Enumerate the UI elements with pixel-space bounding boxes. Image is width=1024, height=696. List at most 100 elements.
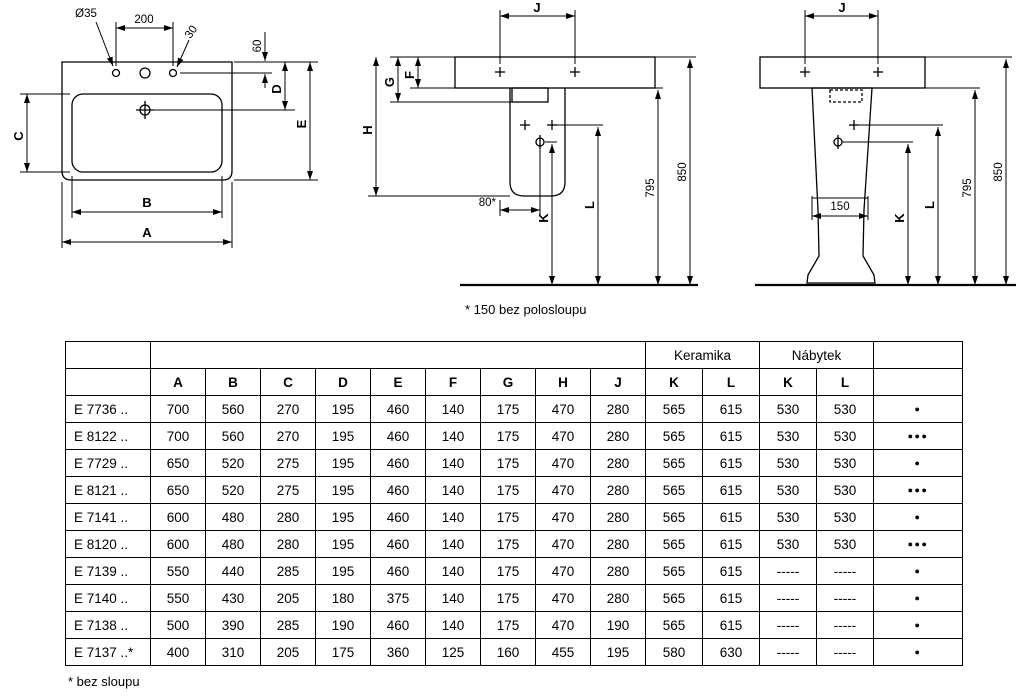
value-cell: 615 xyxy=(702,503,760,531)
value-cell: 175 xyxy=(480,449,536,477)
value-cell: 455 xyxy=(535,638,591,666)
col-header-F: F xyxy=(425,368,481,396)
value-cell: 470 xyxy=(535,611,591,639)
col-header-J: J xyxy=(590,368,646,396)
washbasin-front-view-diagram: Ø35 200 30 60 D E C B A xyxy=(11,8,318,248)
dim-label-60: 60 xyxy=(252,40,264,53)
value-cell: 615 xyxy=(702,422,760,450)
value-cell: 565 xyxy=(645,584,703,612)
value-cell: 560 xyxy=(205,422,261,450)
value-cell: 280 xyxy=(590,449,646,477)
full-dimension-lines xyxy=(755,10,1016,287)
keramika-group-header: Keramika xyxy=(645,341,760,369)
half-pedestal xyxy=(509,88,566,197)
value-cell: 195 xyxy=(315,503,371,531)
value-cell: 700 xyxy=(150,395,206,423)
tap-hole-center xyxy=(139,67,151,79)
table-group-header-row: Keramika Nábytek xyxy=(65,341,963,369)
dim-label-200: 200 xyxy=(134,14,153,26)
availability-dots: ● xyxy=(873,611,963,639)
value-cell: 565 xyxy=(645,557,703,585)
value-cell: 615 xyxy=(702,530,760,558)
value-cell: 160 xyxy=(480,638,536,666)
value-cell: 460 xyxy=(370,476,426,504)
value-cell: 550 xyxy=(150,584,206,612)
value-cell: 140 xyxy=(425,557,481,585)
dim-label-80: 80* xyxy=(479,197,497,209)
col-header-B: B xyxy=(205,368,261,396)
value-cell: 280 xyxy=(590,476,646,504)
model-cell: E 7729 .. xyxy=(65,449,151,477)
front-dimension-labels: Ø35 200 30 60 D E C B A xyxy=(11,8,309,240)
value-cell: 530 xyxy=(816,530,874,558)
table-column-header-row: A B C D E F G H J K L K L xyxy=(65,368,963,396)
dim-label-A: A xyxy=(142,225,152,240)
label-mask xyxy=(824,200,856,213)
value-cell: 280 xyxy=(590,422,646,450)
trap-cover xyxy=(511,87,549,103)
basin-side-profile xyxy=(454,56,656,89)
value-cell: ----- xyxy=(759,611,817,639)
value-cell: 140 xyxy=(425,449,481,477)
value-cell: ----- xyxy=(759,584,817,612)
value-cell: 460 xyxy=(370,422,426,450)
availability-dots: ●●● xyxy=(873,476,963,504)
model-cell: E 8122 .. xyxy=(65,422,151,450)
dim-label-795: 795 xyxy=(962,178,974,197)
value-cell: 615 xyxy=(702,557,760,585)
value-cell: 280 xyxy=(260,530,316,558)
value-cell: 470 xyxy=(535,503,591,531)
value-cell: 205 xyxy=(260,638,316,666)
col-header-C: C xyxy=(260,368,316,396)
value-cell: 275 xyxy=(260,449,316,477)
value-cell: 530 xyxy=(759,530,817,558)
value-cell: 175 xyxy=(480,503,536,531)
model-cell: E 7137 ..* xyxy=(65,638,151,666)
value-cell: 140 xyxy=(425,530,481,558)
value-cell: 270 xyxy=(260,395,316,423)
col-header-K-keramika: K xyxy=(645,368,703,396)
table-footnote: * bez sloupu xyxy=(68,674,140,689)
basin-bowl xyxy=(71,93,223,173)
value-cell: 615 xyxy=(702,395,760,423)
value-cell: 190 xyxy=(590,611,646,639)
dim-label-hole-diameter: Ø35 xyxy=(75,8,97,20)
tap-hole-right xyxy=(168,68,178,78)
value-cell: 520 xyxy=(205,476,261,504)
value-cell: ----- xyxy=(759,557,817,585)
col-header-K-nabytek: K xyxy=(759,368,817,396)
model-column-header xyxy=(65,368,151,396)
half-pedestal-footnote: * 150 bez polosloupu xyxy=(465,302,587,317)
value-cell: ----- xyxy=(816,611,874,639)
value-cell: 470 xyxy=(535,395,591,423)
value-cell: 140 xyxy=(425,611,481,639)
value-cell: 530 xyxy=(816,395,874,423)
value-cell: 205 xyxy=(260,584,316,612)
value-cell: 460 xyxy=(370,530,426,558)
value-cell: 530 xyxy=(759,503,817,531)
dim-label-30: 30 xyxy=(183,24,200,41)
value-cell: 470 xyxy=(535,422,591,450)
value-cell: 530 xyxy=(816,476,874,504)
trap-cover xyxy=(829,89,863,103)
dim-label-H: H xyxy=(360,125,375,134)
value-cell: 480 xyxy=(205,530,261,558)
half-pedestal-outline xyxy=(454,56,656,197)
value-cell: 530 xyxy=(816,503,874,531)
availability-dots: ● xyxy=(873,557,963,585)
value-cell: 500 xyxy=(150,611,206,639)
corner-cell xyxy=(65,341,151,369)
dim-label-D: D xyxy=(269,84,284,93)
value-cell: 470 xyxy=(535,557,591,585)
value-cell: 580 xyxy=(645,638,703,666)
value-cell: 400 xyxy=(150,638,206,666)
value-cell: 280 xyxy=(590,530,646,558)
value-cell: ----- xyxy=(816,557,874,585)
value-cell: 530 xyxy=(816,449,874,477)
col-header-L-keramika: L xyxy=(702,368,760,396)
